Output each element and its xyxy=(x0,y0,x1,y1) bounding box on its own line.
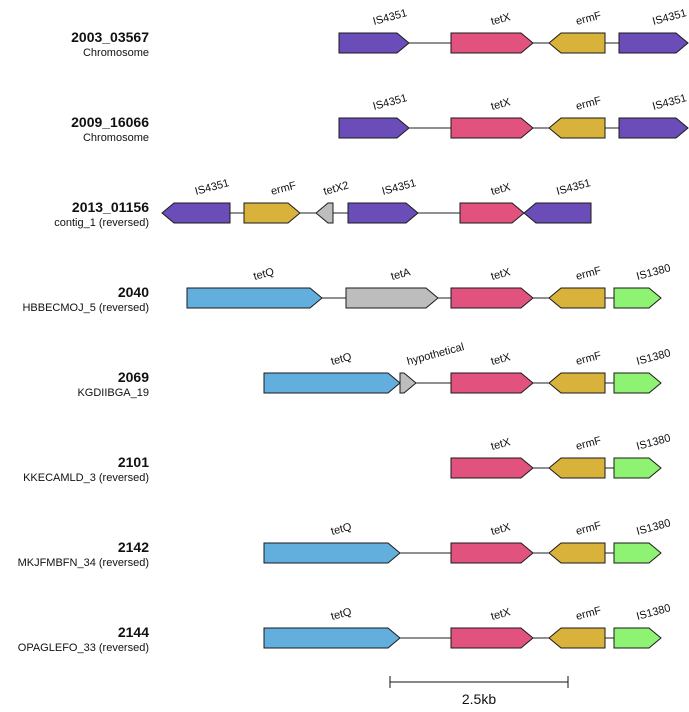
scale-bar-label: 2.5kb xyxy=(462,691,496,707)
gene-label: hypothetical xyxy=(406,341,466,368)
gene-arrow-tetx xyxy=(450,457,534,479)
gene-arrow-is4351 xyxy=(161,202,231,224)
track-title: 2009_16066 xyxy=(71,114,149,130)
track-subtitle: HBBECMOJ_5 (reversed) xyxy=(22,302,149,314)
gene-arrow-tetx xyxy=(459,202,525,224)
track-title: 2101 xyxy=(118,454,149,470)
gene-arrow-ermf xyxy=(243,202,301,224)
gene-label: tetX xyxy=(490,11,513,28)
track-title: 2144 xyxy=(118,624,149,640)
gene-label: IS4351 xyxy=(372,7,409,28)
gene-arrow-tetx xyxy=(450,627,534,649)
gene-label: IS4351 xyxy=(651,7,688,28)
gene-arrow-is4351 xyxy=(338,117,410,139)
gene-label: tetX xyxy=(490,351,513,368)
gene-label: tetX2 xyxy=(322,180,350,198)
gene-label: IS1380 xyxy=(635,517,672,538)
track-subtitle: Chromosome xyxy=(83,47,149,59)
gene-label: ermF xyxy=(575,10,603,28)
track-2013-01156: 2013_01156 contig_1 (reversed) IS4351 ermF t… xyxy=(54,177,592,229)
gene-arrow-ermf xyxy=(548,287,606,309)
track-title: 2013_01156 xyxy=(72,199,149,215)
gene-label: IS4351 xyxy=(651,92,688,113)
gene-arrow-is4351 xyxy=(618,32,689,54)
gene-label: ermF xyxy=(575,435,603,453)
scale-bar: 2.5kb xyxy=(389,676,569,707)
gene-arrow-hypothetical xyxy=(399,372,417,394)
gene-label: ermF xyxy=(575,520,603,538)
gene-label: IS1380 xyxy=(635,347,672,368)
gene-arrow-ermf xyxy=(548,117,606,139)
gene-arrow-ermf xyxy=(548,542,606,564)
gene-label: IS4351 xyxy=(381,177,418,198)
track-subtitle: MKJFMBFN_34 (reversed) xyxy=(18,557,149,569)
gene-label: tetX xyxy=(490,606,513,623)
gene-label: IS4351 xyxy=(194,177,231,198)
gene-arrow-tetq xyxy=(186,287,323,309)
gene-label: tetX xyxy=(490,96,513,113)
track-title: 2040 xyxy=(118,284,149,300)
gene-arrow-ermf xyxy=(548,457,606,479)
track-title: 2003_03567 xyxy=(71,29,149,45)
gene-arrow-tetq xyxy=(263,372,401,394)
gene-arrow-is1380 xyxy=(613,627,662,649)
gene-arrow-ermf xyxy=(548,32,606,54)
gene-label: ermF xyxy=(575,95,603,113)
gene-arrow-is4351 xyxy=(618,117,689,139)
gene-label: tetX xyxy=(490,436,513,453)
gene-label: ermF xyxy=(575,265,603,283)
gene-label: tetQ xyxy=(252,266,276,283)
gene-arrow-ermf xyxy=(548,627,606,649)
track-title: 2142 xyxy=(118,539,149,555)
gene-arrow-is4351 xyxy=(347,202,419,224)
gene-arrow-tetx xyxy=(450,117,534,139)
gene-label: IS1380 xyxy=(635,262,672,283)
gene-arrow-teta xyxy=(345,287,439,309)
gene-label: IS4351 xyxy=(555,177,592,198)
gene-arrow-is1380 xyxy=(613,457,662,479)
gene-arrow-is4351 xyxy=(523,202,592,224)
gene-label: tetX xyxy=(490,521,513,538)
track-subtitle: KKECAMLD_3 (reversed) xyxy=(23,472,149,484)
gene-label: ermF xyxy=(575,605,603,623)
gene-arrow-tetx xyxy=(450,542,534,564)
gene-label: tetQ xyxy=(330,521,354,538)
gene-label: tetQ xyxy=(330,351,354,368)
gene-arrow-tetx xyxy=(450,287,534,309)
track-subtitle: Chromosome xyxy=(83,132,149,144)
gene-arrow-tetx2 xyxy=(315,202,334,224)
track-subtitle: OPAGLEFO_33 (reversed) xyxy=(18,642,149,654)
gene-label: IS4351 xyxy=(372,92,409,113)
gene-label: tetA xyxy=(390,266,413,283)
track-title: 2069 xyxy=(118,369,149,385)
gene-label: IS1380 xyxy=(635,432,672,453)
gene-arrow-is1380 xyxy=(613,372,662,394)
gene-arrow-tetq xyxy=(263,542,401,564)
gene-arrow-is4351 xyxy=(338,32,410,54)
gene-label: tetX xyxy=(490,181,513,198)
gene-arrow-tetx xyxy=(450,372,534,394)
track-subtitle: KGDIIBGA_19 xyxy=(77,387,149,399)
gene-label: ermF xyxy=(575,350,603,368)
track-subtitle: contig_1 (reversed) xyxy=(54,217,149,229)
gene-arrow-ermf xyxy=(548,372,606,394)
gene-label: tetQ xyxy=(330,606,354,623)
gene-label: tetX xyxy=(490,266,513,283)
gene-arrow-tetq xyxy=(263,627,401,649)
gene-label: ermF xyxy=(270,180,298,198)
gene-arrow-is1380 xyxy=(613,287,662,309)
gene-label: IS1380 xyxy=(635,602,672,623)
gene-arrow-is1380 xyxy=(613,542,662,564)
gene-arrow-tetx xyxy=(450,32,534,54)
